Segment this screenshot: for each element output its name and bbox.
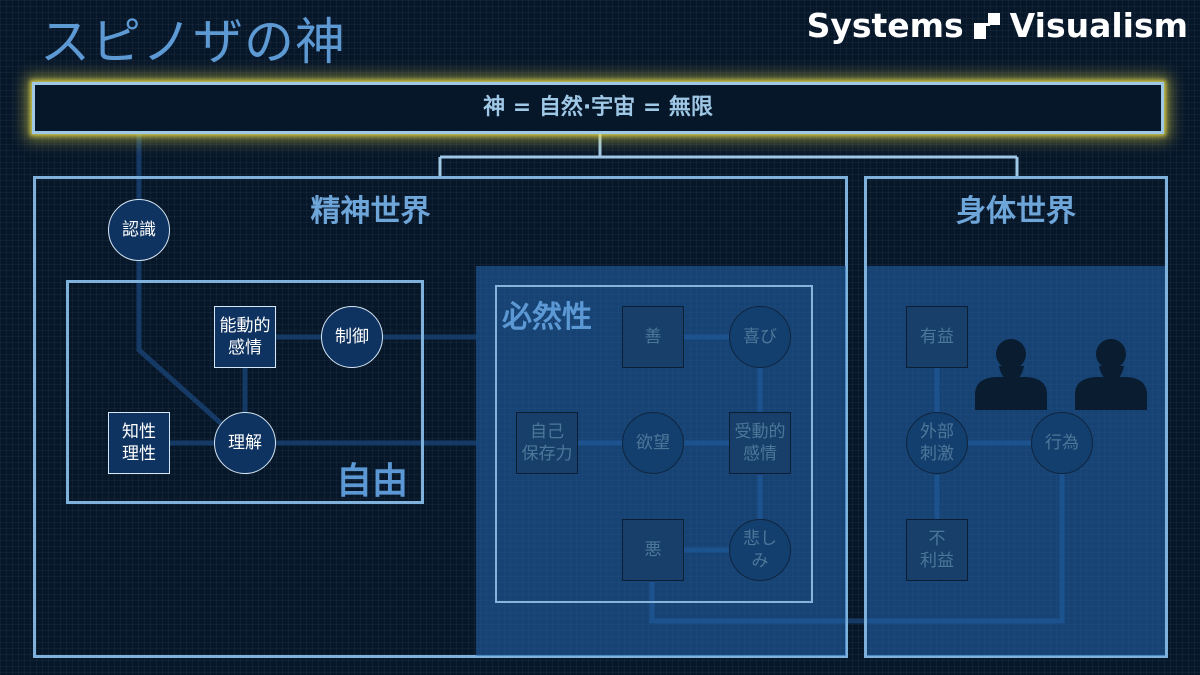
node-understanding: 理解	[214, 412, 276, 474]
node-harmful: 不 利益	[906, 519, 968, 581]
node-self-preservation: 自己 保存力	[516, 412, 578, 474]
node-external-stimulus: 外部 刺激	[906, 412, 968, 474]
brand-name-left: Systems	[806, 6, 964, 45]
brand-logo: Systems Visualism	[807, 6, 1188, 45]
node-beneficial: 有益	[906, 306, 968, 368]
node-recognition: 認識	[108, 199, 170, 261]
node-active-emotion: 能動的 感情	[214, 306, 276, 368]
node-good: 善	[622, 306, 684, 368]
node-control: 制御	[321, 306, 383, 368]
necessity-label: 必然性	[502, 300, 592, 335]
god-nature-box: 神 = 自然·宇宙 = 無限	[32, 82, 1164, 134]
page-title: スピノザの神	[40, 13, 346, 71]
node-evil: 悪	[622, 519, 684, 581]
node-joy: 喜び	[729, 306, 791, 368]
node-passive-emotion: 受動的 感情	[729, 412, 791, 474]
systems-logo-icon	[972, 11, 1002, 41]
mind-world-title: 精神世界	[310, 194, 431, 229]
mind-world-frame	[33, 176, 848, 658]
body-world-frame	[864, 176, 1168, 658]
node-desire: 欲望	[622, 412, 684, 474]
node-action: 行為	[1031, 412, 1093, 474]
necessity-frame	[495, 285, 813, 603]
body-world-title: 身体世界	[956, 194, 1076, 229]
line-god-branches	[438, 134, 1019, 178]
node-intellect: 知性 理性	[108, 412, 170, 474]
freedom-label: 自由	[336, 461, 409, 502]
brand-name-right: Visualism	[1009, 6, 1188, 45]
freedom-frame	[66, 280, 424, 504]
node-sadness: 悲し み	[729, 519, 791, 581]
